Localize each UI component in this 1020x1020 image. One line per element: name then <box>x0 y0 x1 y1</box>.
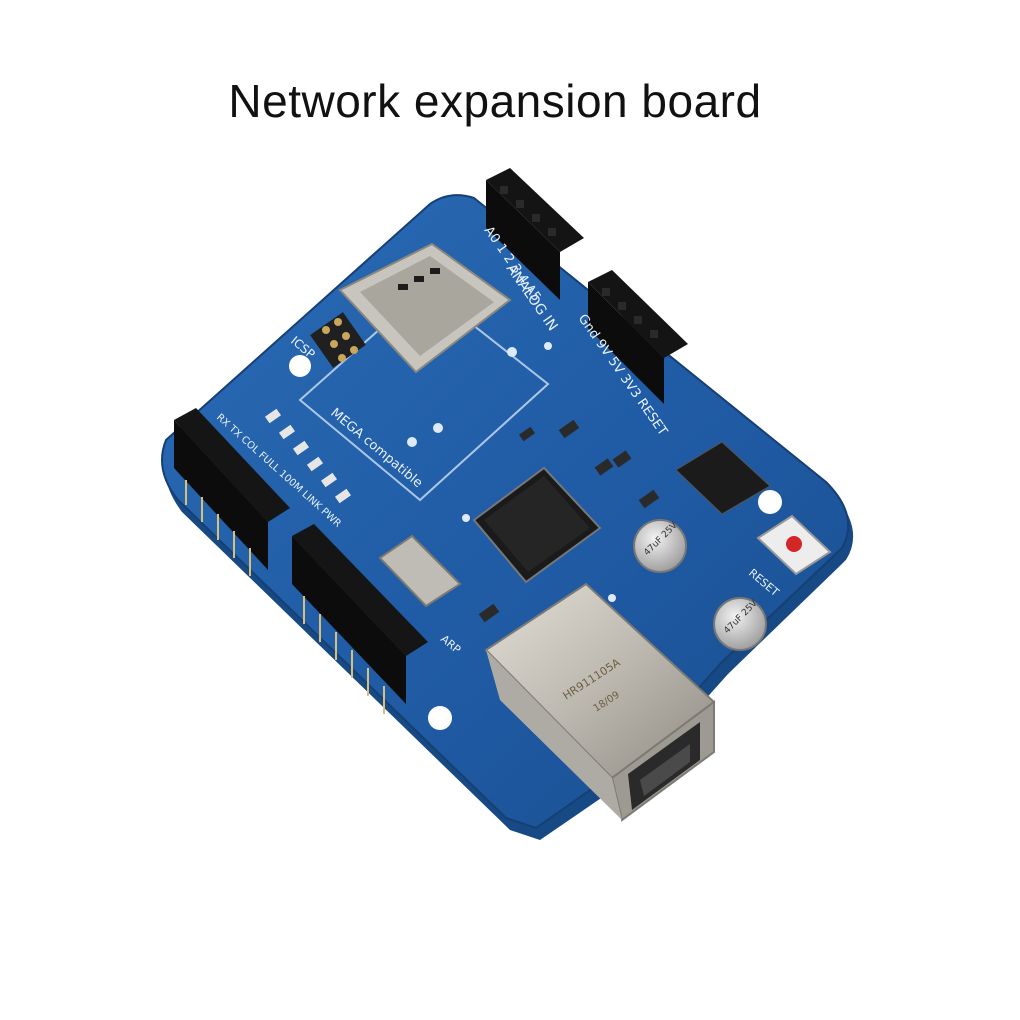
icsp-header <box>310 312 366 368</box>
caption: Network expansion board <box>228 75 762 127</box>
regulator-ic <box>675 441 771 515</box>
crystal <box>378 534 462 608</box>
capacitor-2 <box>713 597 767 651</box>
capacitor-1 <box>633 519 687 573</box>
reset-button <box>756 514 832 576</box>
rj45-jack <box>484 582 716 822</box>
header-digital-1 <box>174 408 290 570</box>
header-analog <box>486 168 584 300</box>
header-digital-2 <box>292 524 428 704</box>
header-power <box>588 270 688 404</box>
ethernet-chip <box>472 466 602 584</box>
sd-card-slot <box>338 242 512 374</box>
